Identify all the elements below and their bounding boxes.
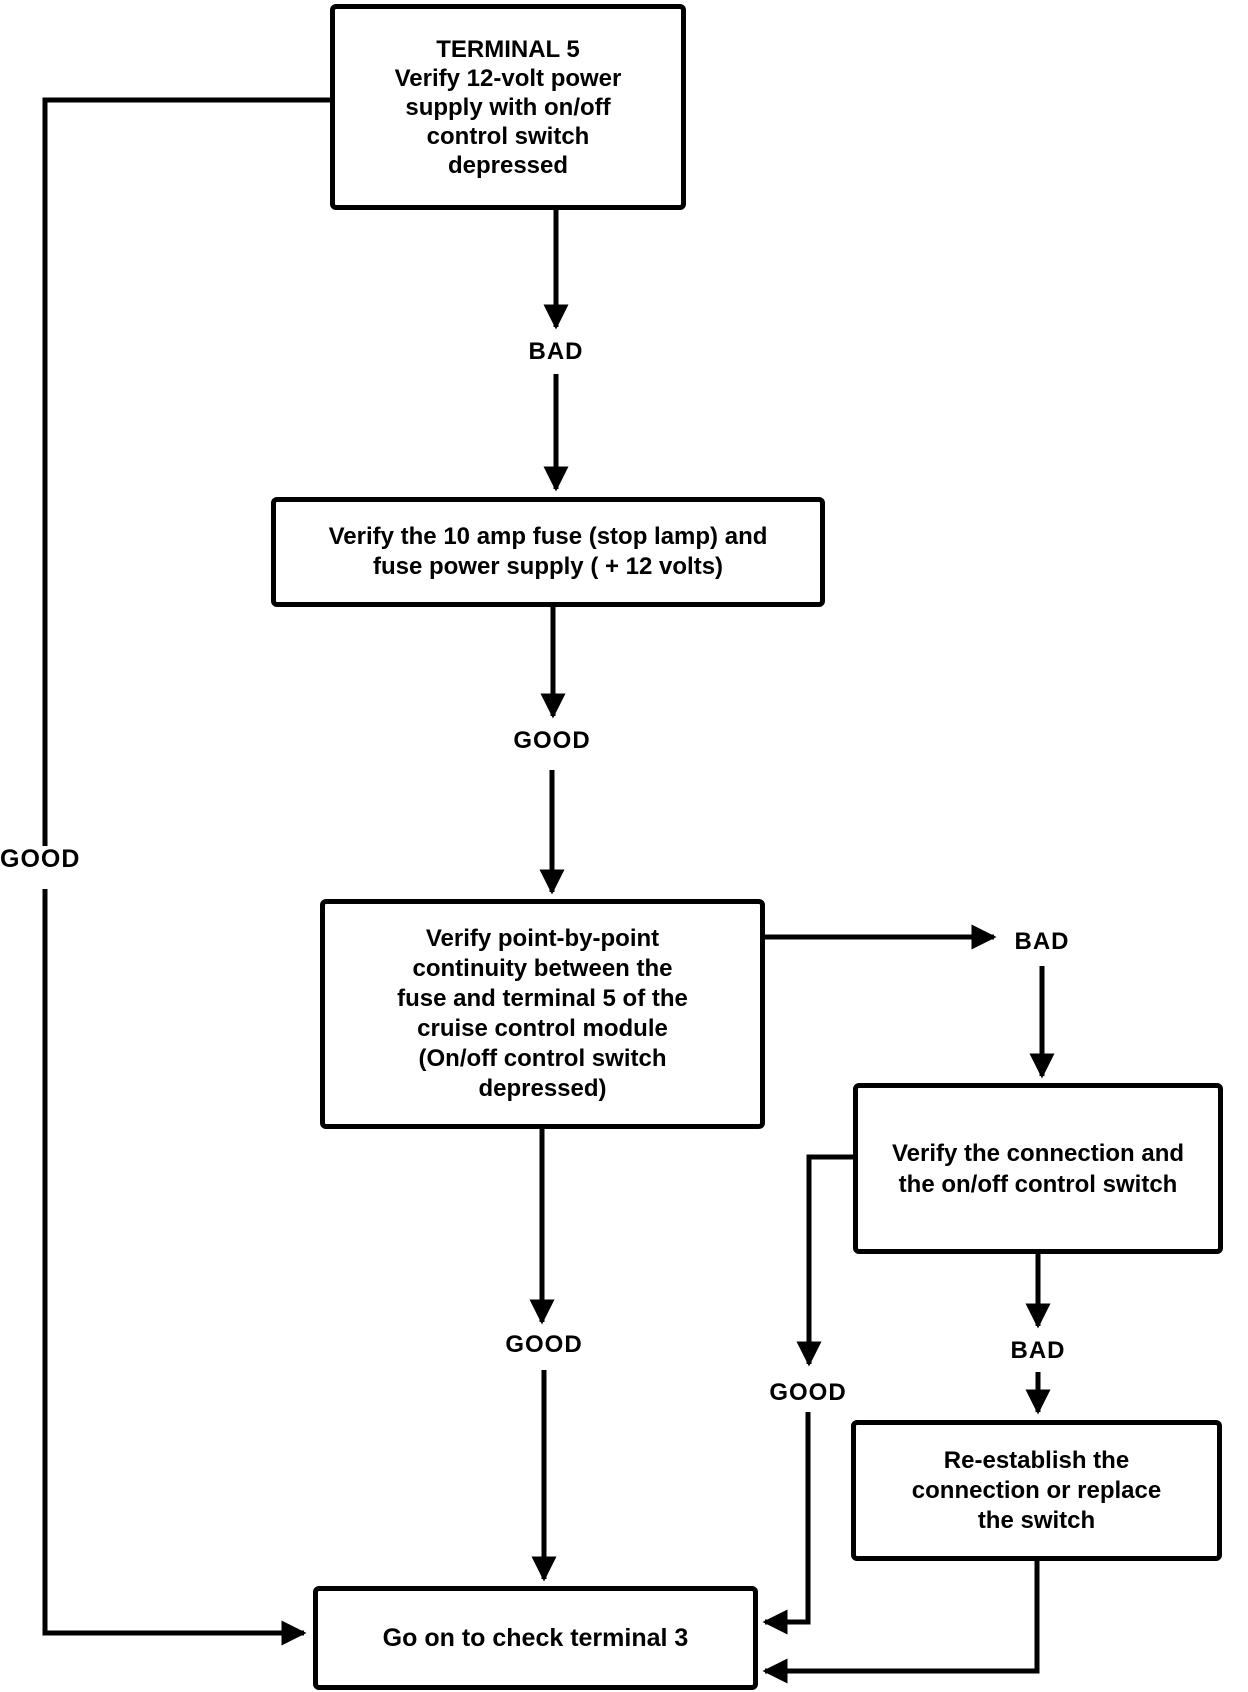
arrow-reestablish-to-goon-box [762,1561,1040,1684]
flow-box-verify-continuity-text: Verify point-by-point continuity between… [397,925,688,1102]
flow-box-re-establish: Re-establish the connection or replace t… [851,1420,1222,1561]
arrow-good-left-to-goon-box [42,889,307,1646]
flow-box-verify-continuity: Verify point-by-point continuity between… [320,899,765,1129]
arrow-good-to-goon-box-right [762,1412,811,1635]
flow-box-check-terminal-3-text: Go on to check terminal 3 [382,1624,689,1652]
label-good-after-continuity: GOOD [505,1331,583,1358]
label-bad-after-terminal5: BAD [528,338,584,365]
flow-box-re-establish-text: Re-establish the connection or replace t… [911,1446,1162,1534]
line-good-left-upper [42,97,332,846]
flow-box-verify-fuse: Verify the 10 amp fuse (stop lamp) and f… [271,497,825,607]
flow-box-verify-fuse-text: Verify the 10 amp fuse (stop lamp) and f… [328,523,768,580]
label-bad-after-connection: BAD [1010,1337,1066,1364]
label-good-left-loop: GOOD [0,845,81,873]
flow-box-verify-connection: Verify the connection and the on/off con… [853,1083,1223,1254]
flow-box-check-terminal-3: Go on to check terminal 3 [313,1586,758,1690]
arrow-connection-to-good [796,1154,855,1367]
label-good-after-connection: GOOD [769,1379,847,1406]
flow-box-terminal-5: TERMINAL 5 Verify 12-volt power supply w… [330,4,686,210]
flow-box-verify-connection-text: Verify the connection and the on/off con… [891,1139,1185,1198]
label-good-after-fuse: GOOD [513,727,591,754]
label-bad-after-continuity: BAD [1014,928,1070,955]
flow-box-terminal-5-text: TERMINAL 5 Verify 12-volt power supply w… [394,35,622,179]
